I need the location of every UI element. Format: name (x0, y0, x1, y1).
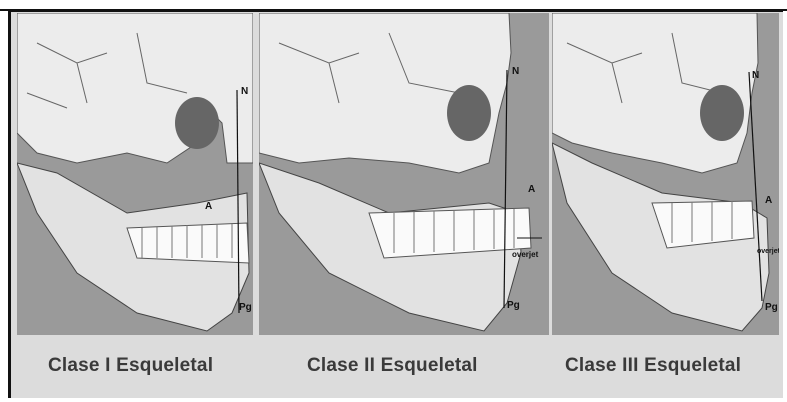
panel-clase-iii: N A Pg overjet (552, 13, 779, 335)
label-a: A (765, 195, 772, 206)
label-pg: Pg (239, 302, 252, 313)
label-pg: Pg (765, 302, 778, 313)
skull-illustration-class-i: N A Pg (17, 13, 253, 335)
label-a: A (205, 201, 212, 212)
label-n: N (752, 70, 759, 81)
caption-clase-i: Clase I Esqueletal (48, 355, 213, 377)
label-pg: Pg (507, 300, 520, 311)
label-overjet: overjet (757, 248, 779, 255)
label-overjet: overjet (512, 250, 539, 259)
label-n: N (512, 66, 519, 77)
label-a: A (528, 184, 535, 195)
skull-illustration-class-ii: N A Pg overjet (259, 13, 549, 335)
skull-illustration-class-iii: N A Pg overjet (552, 13, 779, 335)
label-n: N (241, 86, 248, 97)
caption-clase-iii: Clase III Esqueletal (565, 355, 741, 377)
caption-clase-ii: Clase II Esqueletal (307, 355, 478, 377)
panel-clase-ii: N A Pg overjet (259, 13, 549, 335)
panel-clase-i: N A Pg (17, 13, 253, 335)
